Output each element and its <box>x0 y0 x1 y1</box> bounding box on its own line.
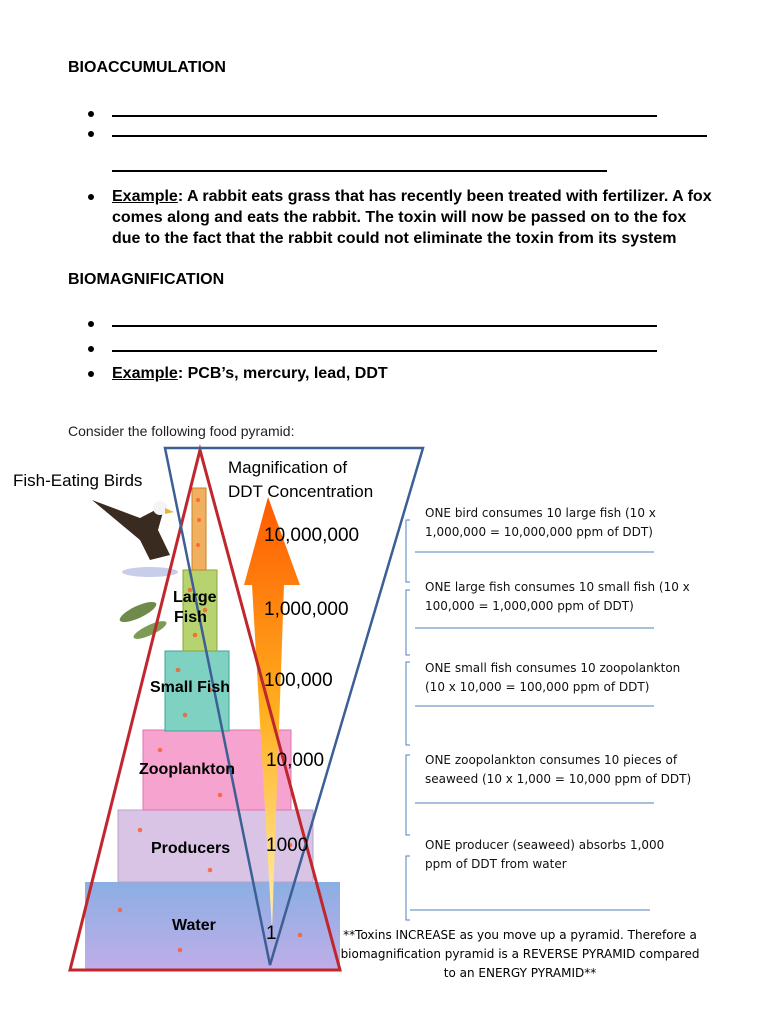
fill-in-blank[interactable] <box>112 123 707 137</box>
level-label: Large <box>173 589 217 606</box>
example-text: : A rabbit eats grass that has recently … <box>112 188 712 247</box>
energy-pyramid-outline <box>68 444 342 972</box>
note-large-fish: ONE large fish consumes 10 small fish (1… <box>425 580 690 613</box>
bird-tier-column <box>191 487 207 571</box>
fill-in-blank[interactable] <box>112 158 607 172</box>
bioaccumulation-heading: BIOACCUMULATION <box>68 59 226 76</box>
note-zooplankton: ONE zoopolankton consumes 10 pieces of s… <box>425 753 692 786</box>
level-label: Water <box>172 917 216 934</box>
list-item <box>68 313 718 327</box>
example-label: Example <box>112 365 178 382</box>
list-item <box>68 103 718 117</box>
answer-lines <box>410 551 654 911</box>
producers-tier <box>117 809 314 883</box>
value-label: 100,000 <box>264 670 333 691</box>
fill-in-blank[interactable] <box>112 338 657 352</box>
footer-note: **Toxins INCREASE as you move up a pyram… <box>340 928 700 980</box>
value-label: 10,000,000 <box>264 525 359 546</box>
note-bird: ONE bird consumes 10 large fish (10 x 1,… <box>425 506 656 539</box>
fish-icon <box>119 601 167 639</box>
note-producer: ONE producer (seaweed) absorbs 1,000 ppm… <box>425 838 665 871</box>
list-item <box>68 123 718 172</box>
fill-in-blank[interactable] <box>112 313 657 327</box>
value-label: 1000 <box>266 835 308 856</box>
value-label: 10,000 <box>266 750 324 771</box>
list-item <box>68 338 718 352</box>
water-tier <box>85 882 340 970</box>
bird-icon <box>92 500 178 577</box>
value-label: 1,000,000 <box>264 599 349 620</box>
example-text: : PCB’s, mercury, lead, DDT <box>177 365 388 382</box>
pyramid-caption: Consider the following food pyramid: <box>68 423 295 439</box>
example-label: Example <box>112 188 178 205</box>
large-fish-tier <box>182 569 218 652</box>
food-pyramid-diagram: Fish-Eating Birds Magnification of DDT C… <box>13 444 654 972</box>
magnification-title-line2: DDT Concentration <box>228 482 373 501</box>
level-label: Zooplankton <box>139 761 235 778</box>
level-label: Small Fish <box>150 679 230 696</box>
fill-in-blank[interactable] <box>112 103 657 117</box>
magnification-title-line1: Magnification of <box>228 458 347 477</box>
magnification-pyramid-outline <box>163 446 425 966</box>
small-fish-tier <box>164 650 230 732</box>
bioaccumulation-list: Example: A rabbit eats grass that has re… <box>68 103 718 249</box>
level-label: Producers <box>151 840 230 857</box>
fish-eating-birds-label: Fish-Eating Birds <box>13 471 142 490</box>
note-brackets <box>405 519 410 921</box>
list-item: Example: A rabbit eats grass that has re… <box>68 186 718 249</box>
value-label: 1 <box>266 923 277 944</box>
note-small-fish: ONE small fish consumes 10 zoopolankton … <box>425 661 681 694</box>
biomagnification-heading: BIOMAGNIFICATION <box>68 271 225 288</box>
level-label: Fish <box>174 609 207 626</box>
biomagnification-list: Example: PCB’s, mercury, lead, DDT <box>68 313 718 384</box>
list-item: Example: PCB’s, mercury, lead, DDT <box>68 363 718 384</box>
